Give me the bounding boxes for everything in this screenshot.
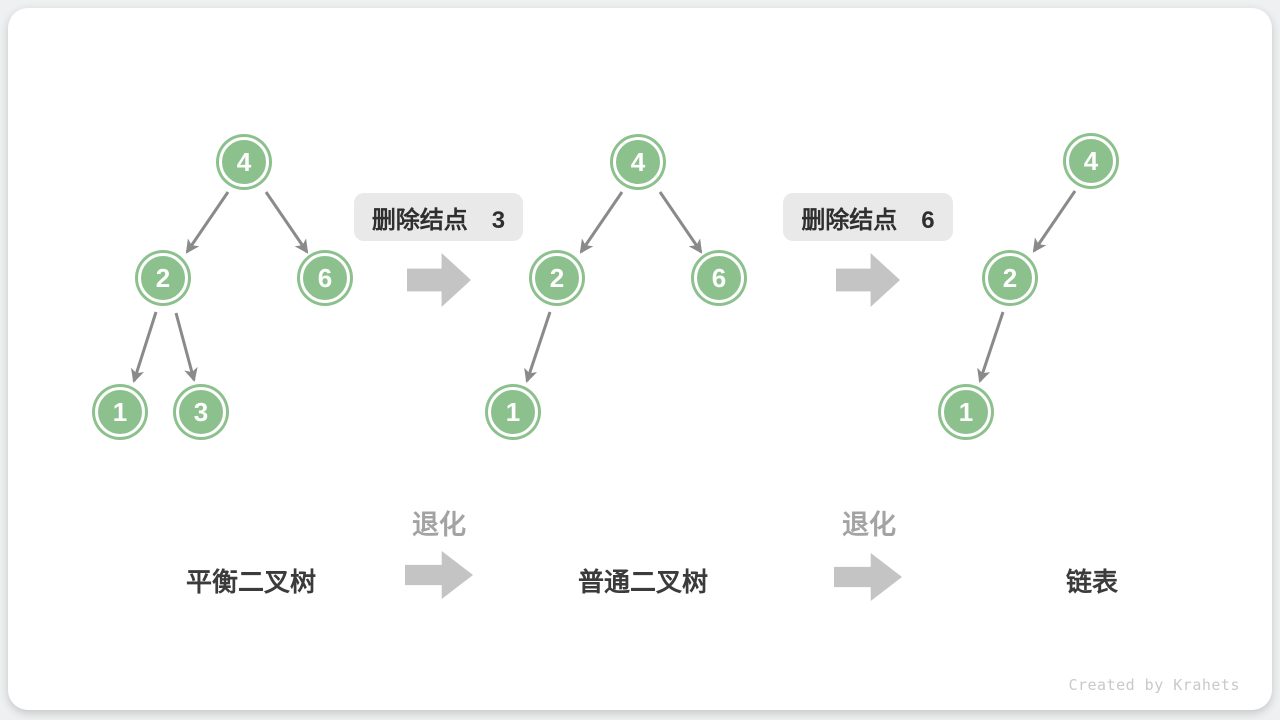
watermark-credit: Created by Krahets <box>1068 676 1240 694</box>
tree-node: 3 <box>176 387 226 437</box>
degrade-label: 退化 <box>842 510 896 540</box>
stage-label-balanced-tree: 平衡二叉树 <box>185 567 316 597</box>
stage-label-linked-list: 链表 <box>1065 567 1118 597</box>
tree-node: 4 <box>1066 136 1116 186</box>
tree-node: 6 <box>300 253 350 303</box>
tree-node: 4 <box>613 137 663 187</box>
tree-node: 1 <box>941 387 991 437</box>
tree-node: 1 <box>95 387 145 437</box>
delete-node-3-badge: 删除结点 3 <box>354 193 523 241</box>
delete-node-6-badge: 删除结点 6 <box>783 193 953 241</box>
tree-node: 2 <box>138 253 188 303</box>
tree-node: 6 <box>694 253 744 303</box>
tree-node: 2 <box>985 253 1035 303</box>
stage-label-ordinary-tree: 普通二叉树 <box>577 567 708 597</box>
tree-node: 4 <box>219 137 269 187</box>
degrade-label: 退化 <box>412 510 466 540</box>
tree-node: 2 <box>532 253 582 303</box>
tree-node: 1 <box>488 387 538 437</box>
figure-card <box>8 8 1272 710</box>
